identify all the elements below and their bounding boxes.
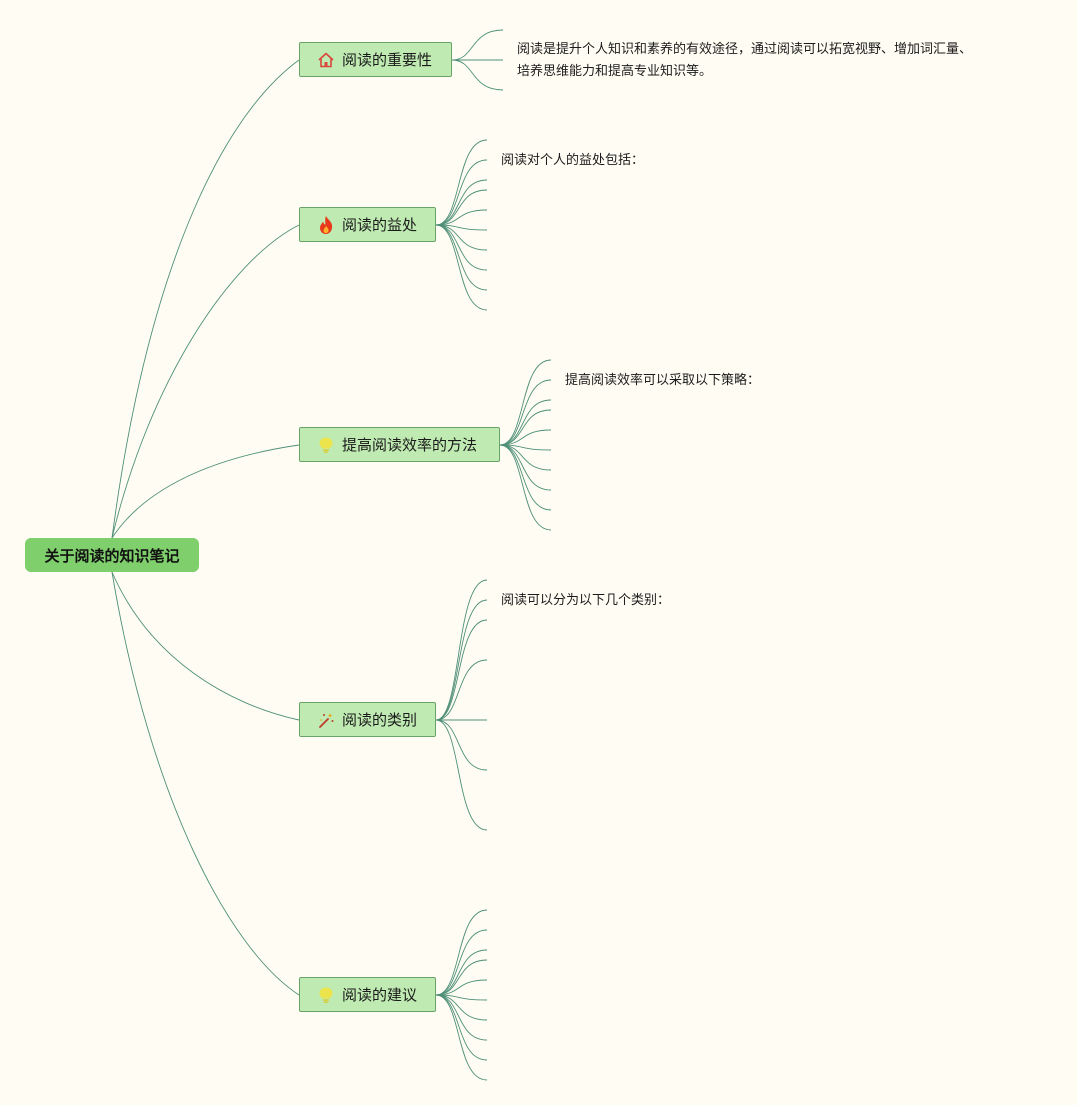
root-topic-label: 关于阅读的知识笔记 (44, 546, 180, 565)
topic-categories[interactable]: 阅读的类别 (299, 702, 436, 737)
fan-advice (435, 909, 488, 1081)
connector-root-advice (111, 571, 300, 996)
fan-benefits (435, 139, 488, 311)
note-categories[interactable]: 阅读可以分为以下几个类别： (501, 590, 670, 612)
connector-root-categories (111, 571, 300, 721)
note-benefits-text: 阅读对个人的益处包括： (501, 153, 645, 168)
lightbulb-icon (316, 435, 336, 455)
topic-importance-label: 阅读的重要性 (342, 51, 433, 69)
topic-advice[interactable]: 阅读的建议 (299, 977, 436, 1012)
note-importance-line2: 培养思维能力和提高专业知识等。 (517, 64, 713, 79)
house-icon (316, 50, 336, 70)
topic-benefits[interactable]: 阅读的益处 (299, 207, 436, 242)
note-categories-text: 阅读可以分为以下几个类别： (501, 593, 671, 608)
topic-benefits-label: 阅读的益处 (342, 216, 418, 234)
topic-advice-label: 阅读的建议 (342, 986, 418, 1004)
topic-importance[interactable]: 阅读的重要性 (299, 42, 452, 77)
fan-methods (499, 359, 552, 531)
connector-root-importance (111, 59, 300, 539)
lightbulb-icon (316, 985, 336, 1005)
topic-methods[interactable]: 提高阅读效率的方法 (299, 427, 500, 462)
note-benefits[interactable]: 阅读对个人的益处包括： (501, 150, 644, 172)
connector-root-methods (111, 444, 300, 539)
fan-importance (451, 29, 504, 91)
fan-categories (435, 579, 488, 831)
connector-root-benefits (111, 224, 300, 539)
topic-categories-label: 阅读的类别 (342, 711, 418, 729)
root-topic[interactable]: 关于阅读的知识笔记 (25, 538, 199, 572)
note-methods[interactable]: 提高阅读效率可以采取以下策略： (565, 370, 760, 392)
topic-methods-label: 提高阅读效率的方法 (342, 436, 478, 454)
note-importance-line1: 阅读是提升个人知识和素养的有效途径，通过阅读可以拓宽视野、增加词汇量、 (517, 42, 973, 57)
note-importance[interactable]: 阅读是提升个人知识和素养的有效途径，通过阅读可以拓宽视野、增加词汇量、 培养思维… (517, 39, 972, 83)
note-methods-text: 提高阅读效率可以采取以下策略： (565, 373, 761, 388)
magic-wand-icon (316, 710, 336, 730)
fire-icon (316, 215, 336, 235)
